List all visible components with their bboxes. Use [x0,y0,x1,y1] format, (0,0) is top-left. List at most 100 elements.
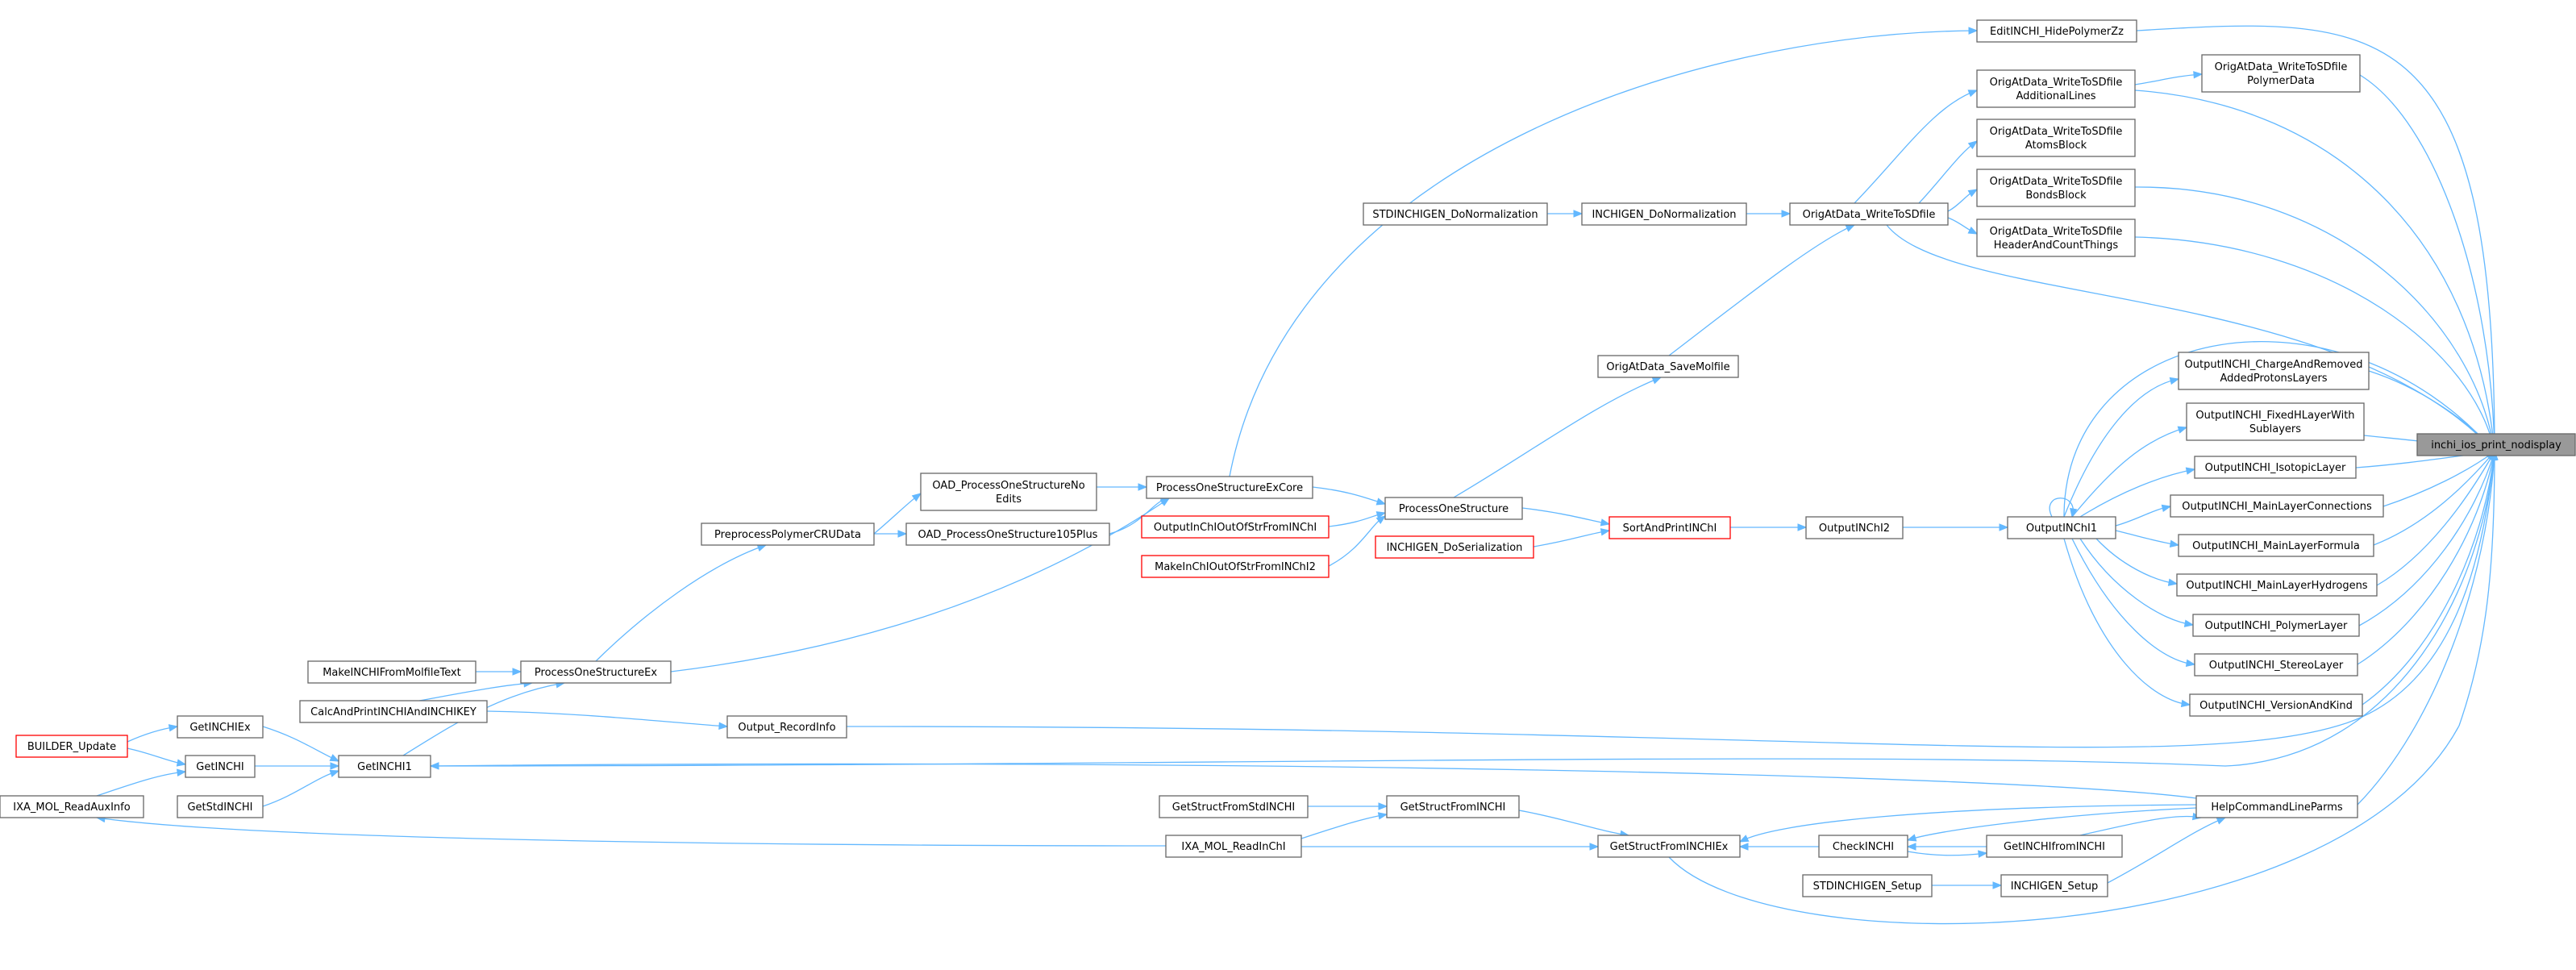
edge-oi1-to-ofixed [2071,427,2187,518]
node-gifi[interactable]: GetINCHIfromINCHI [1986,835,2123,858]
node-oi2[interactable]: OutputINChI2 [1805,516,1904,539]
arrowhead-icon [1967,140,1979,150]
node-pos[interactable]: ProcessOneStructure [1384,497,1523,520]
node-box [1608,516,1731,539]
node-giex[interactable]: GetINCHIEx [177,715,264,739]
node-box [1375,535,1534,559]
node-sort[interactable]: SortAndPrintINChI [1608,516,1731,539]
node-label: GetStructFromStdINCHI [1172,801,1295,814]
node-box [2178,352,2370,390]
node-builder[interactable]: BUILDER_Update [15,735,128,758]
arrowhead-icon [329,769,340,777]
node-help[interactable]: HelpCommandLineParms [2195,795,2358,818]
node-wheader[interactable]: OrigAtData_WriteToSDfileHeaderAndCountTh… [1976,219,2136,257]
node-label: MakeINCHIFromMolfileText [323,667,461,679]
node-std-setup[interactable]: STDINCHIGEN_Setup [1802,874,1933,897]
node-omain-form[interactable]: OutputINCHI_MainLayerFormula [2178,534,2374,557]
edge-help-to-gsfiex [1739,804,2197,843]
node-gi[interactable]: GetINCHI [185,755,256,778]
edge-wadd-to-wpoly [2134,73,2203,85]
edge-posex-to-posec [670,497,1170,672]
node-oad105[interactable]: OAD_ProcessOneStructure105Plus [905,522,1110,546]
node-label: OrigAtData_WriteToSDfile [1990,176,2123,188]
node-oiso[interactable]: OutputINCHI_IsotopicLayer [2194,456,2357,479]
node-gsfiex[interactable]: GetStructFromINCHIEx [1597,835,1741,858]
arrowhead-icon [1738,843,1749,851]
arrowhead-icon [1999,523,2009,531]
node-oi1[interactable]: OutputINChI1 [2007,516,2116,539]
node-make-str[interactable]: MakeInChIOutOfStrFromINChI2 [1141,555,1330,578]
edge-gstd-to-gi1 [262,770,339,807]
node-edit-hide[interactable]: EditINCHI_HidePolymerZz [1976,19,2137,43]
node-pre-poly[interactable]: PreprocessPolymerCRUData [701,522,875,546]
edge-ixaaux-to-gi [96,771,186,797]
arrowhead-icon [329,754,340,762]
arrowhead-icon [1600,518,1611,527]
node-box [2195,795,2358,818]
node-wsd[interactable]: OrigAtData_WriteToSDfile [1789,202,1949,226]
edge-gsfiex-to-root [1668,451,2495,925]
arrowhead-icon [1797,523,1808,531]
node-label: GetINCHIEx [189,722,251,734]
edge-pos-to-save-mol [1453,377,1662,498]
node-omain-conn[interactable]: OutputINCHI_MainLayerConnections [2170,494,2384,518]
node-std-do-norm[interactable]: STDINCHIGEN_DoNormalization [1363,202,1548,226]
edge-giex-to-gi1 [262,726,339,762]
node-save-mol[interactable]: OrigAtData_SaveMolfile [1597,355,1739,378]
edges [95,25,2499,925]
node-label: OutputINCHI_PolymerLayer [2205,620,2348,632]
node-check[interactable]: CheckINCHI [1818,835,1908,858]
edge-ixain-ch-i-to-gsfi [1300,814,1388,839]
node-label: PreprocessPolymerCRUData [714,529,861,541]
node-posex[interactable]: ProcessOneStructureEx [520,660,672,684]
node-gsfstd[interactable]: GetStructFromStdINCHI [1159,795,1309,818]
node-box [701,522,875,546]
arrowhead-icon [1967,189,1979,198]
node-label: OrigAtData_WriteToSDfile [2215,61,2348,73]
node-ostereo[interactable]: OutputINCHI_StereoLayer [2194,653,2358,677]
node-inchi-setup[interactable]: INCHIGEN_Setup [2000,874,2108,897]
node-box [1802,874,1933,897]
node-gstd[interactable]: GetStdINCHI [177,795,264,818]
node-label: INCHIGEN_DoNormalization [1592,209,1736,221]
arrowhead-icon [911,493,922,502]
node-omain-h[interactable]: OutputINCHI_MainLayerHydrogens [2176,573,2378,597]
arrowhead-icon [1138,483,1148,491]
node-label: HelpCommandLineParms [2211,801,2343,814]
node-root[interactable]: inchi_ios_print_nodisplay [2416,433,2576,456]
node-do-ser[interactable]: INCHIGEN_DoSerialization [1375,535,1534,559]
node-box [2201,54,2361,93]
node-inchi-do-norm[interactable]: INCHIGEN_DoNormalization [1581,202,1747,226]
node-opoly[interactable]: OutputINCHI_PolymerLayer [2192,614,2360,637]
edge-help-to-check [1907,807,2197,841]
node-ocharge[interactable]: OutputINCHI_ChargeAndRemovedAddedProtons… [2178,352,2370,390]
node-posec[interactable]: ProcessOneStructureExCore [1146,476,1313,499]
node-box [1818,835,1908,858]
node-box [1976,119,2136,157]
node-out-str[interactable]: OutputInChIOutOfStrFromINChI [1141,515,1330,539]
node-out-rec[interactable]: Output_RecordInfo [726,715,847,739]
node-gi1[interactable]: GetINCHI1 [338,755,431,778]
node-label: INCHIGEN_Setup [2011,880,2099,893]
edge-calc-print-to-out-rec [486,710,728,727]
node-make-mol[interactable]: MakeINCHIFromMolfileText [307,660,476,684]
node-ixain-ch-i[interactable]: IXA_MOL_ReadInChI [1165,835,1302,858]
edge-help-to-gi1 [430,763,2197,799]
node-calc-print[interactable]: CalcAndPrintINCHIAndINCHIKEY [299,700,488,723]
node-label: ProcessOneStructureExCore [1156,482,1303,494]
node-gsfi[interactable]: GetStructFromINCHI [1386,795,1520,818]
arrowhead-icon [718,722,729,730]
arrowhead-icon [2177,426,2188,434]
node-label: Output_RecordInfo [738,722,835,734]
node-ixaaux[interactable]: IXA_MOL_ReadAuxInfo [0,795,144,818]
node-over[interactable]: OutputINCHI_VersionAndKind [2189,693,2363,717]
node-box [2178,534,2374,557]
node-label: STDINCHIGEN_Setup [1813,880,1922,893]
edge-omain-form-to-root [2373,451,2495,546]
